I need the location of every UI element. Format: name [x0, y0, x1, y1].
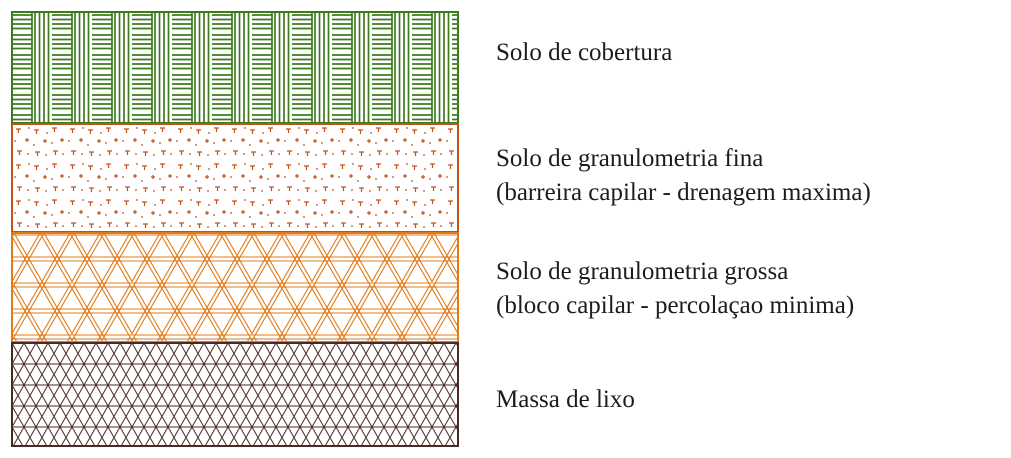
label-line-subtitle: (barreira capilar - drenagem maxima): [496, 179, 871, 206]
label-cover-soil: Solo de cobertura: [496, 36, 1001, 70]
label-line: Solo de granulometria grossa: [496, 258, 789, 285]
layer-fine-soil: [11, 123, 459, 233]
label-waste-mass: Massa de lixo: [496, 383, 1001, 417]
label-line: Solo de granulometria fina: [496, 145, 764, 172]
label-line-subtitle: (bloco capilar - percolaçao minima): [496, 292, 855, 319]
soil-layers-diagram: [11, 11, 459, 447]
layer-waste-mass: [11, 342, 459, 447]
label-fine-soil: Solo de granulometria fina (barreira cap…: [496, 142, 1001, 210]
label-coarse-soil: Solo de granulometria grossa (bloco capi…: [496, 255, 1001, 323]
label-line: Massa de lixo: [496, 386, 635, 413]
layer-coarse-soil: [11, 232, 459, 343]
label-line: Solo de cobertura: [496, 39, 673, 66]
layer-cover-soil: [11, 11, 459, 124]
